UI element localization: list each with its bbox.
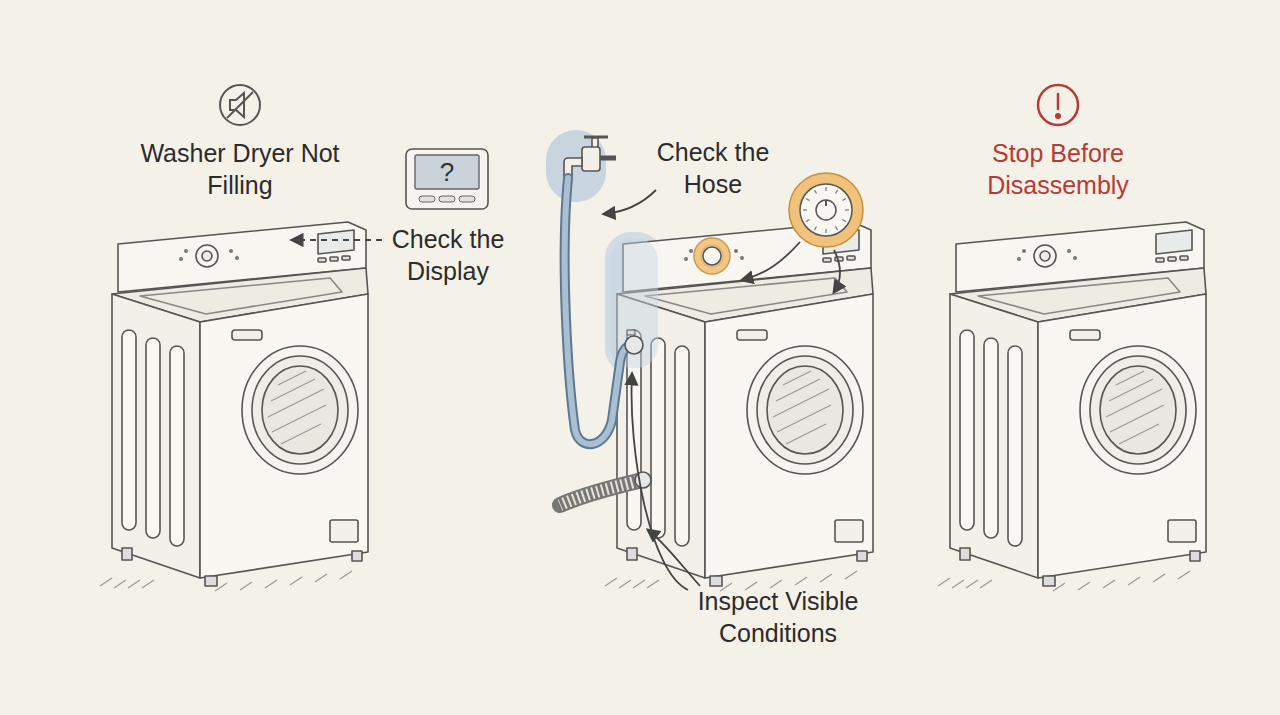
dial-tick	[842, 199, 845, 201]
washer-right	[938, 222, 1206, 591]
step-label: Inspect Visible Conditions	[663, 585, 893, 649]
dial-tick	[825, 187, 826, 191]
dial-tick	[836, 190, 838, 193]
warning-icon-part	[1056, 114, 1060, 118]
display-symbol: ?	[415, 155, 479, 189]
leader-arrows-part	[604, 190, 656, 214]
inlet-hose-part	[565, 178, 632, 444]
dial-zoom	[789, 173, 863, 247]
step-label: Washer Dryer Not Filling	[140, 137, 340, 201]
display-frame	[406, 149, 488, 209]
display-icon-box: ?	[405, 148, 489, 210]
step-label: Check the Display	[373, 223, 523, 287]
display-button	[459, 196, 475, 202]
muted-icon-part	[227, 92, 253, 118]
knob-highlight-part	[694, 238, 730, 274]
drain-hose-part	[560, 480, 642, 505]
dial-zoom-part	[803, 187, 849, 233]
inlet-hose-part	[565, 178, 632, 444]
dial-zoom-part	[789, 173, 863, 247]
dial-tick	[845, 209, 849, 210]
dial-tick	[803, 209, 807, 210]
leader-arrows-part	[292, 239, 382, 241]
hose-highlight-part	[546, 130, 606, 202]
display-button	[419, 196, 435, 202]
inlet-hose-part	[627, 330, 635, 335]
display-button	[439, 196, 455, 202]
washer-left	[100, 222, 368, 591]
muted-icon	[220, 85, 260, 125]
knob-highlight-part	[703, 247, 721, 265]
washer-center	[605, 222, 873, 591]
leader-arrows	[292, 190, 840, 590]
faucet	[564, 137, 616, 176]
dial-zoom-part	[816, 200, 836, 220]
drain-hose-part	[560, 480, 642, 505]
dial-tick	[842, 220, 845, 222]
dial-zoom-part	[825, 200, 827, 206]
step-label: Check the Hose	[638, 136, 788, 200]
faucet-part	[582, 147, 600, 171]
hose-highlight-band	[610, 238, 658, 368]
warning-icon	[1038, 85, 1078, 125]
warning-icon-part	[1057, 94, 1060, 109]
leader-arrows-part	[632, 374, 688, 590]
dial-tick	[806, 199, 809, 201]
dial-tick	[836, 226, 838, 229]
dial-tick	[815, 190, 817, 193]
dial-tick	[806, 220, 809, 222]
leader-arrows-part	[834, 250, 840, 292]
faucet-part	[600, 156, 616, 161]
dial-tick	[815, 226, 817, 229]
dial-zoom-part	[800, 184, 852, 236]
knob-highlight	[694, 238, 730, 274]
muted-icon-part	[220, 85, 260, 125]
warning-icon-part	[1038, 85, 1078, 125]
drain-hose	[560, 472, 651, 505]
leader-arrows-part	[648, 530, 700, 586]
step-label: Stop Before Disassembly	[958, 137, 1158, 201]
display-screen	[415, 155, 479, 189]
inlet-hose-part	[625, 336, 643, 354]
leader-arrows-part	[742, 242, 800, 280]
dial-tick	[825, 229, 826, 233]
hose-highlight-part	[605, 232, 663, 374]
drain-hose-part	[635, 472, 651, 488]
